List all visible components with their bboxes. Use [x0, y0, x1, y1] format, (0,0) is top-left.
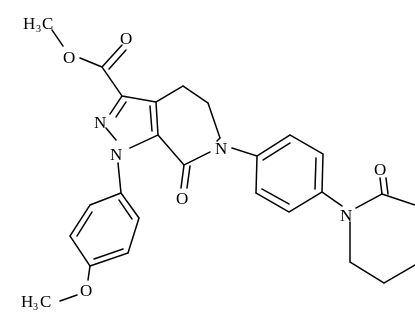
- bond-c7a-n1: [129, 134, 159, 149]
- pyrazole-ring: [105, 95, 159, 149]
- bond-co-next: [381, 193, 415, 206]
- bond-ch3-o: [51, 29, 64, 47]
- piperidinone-ring: [349, 177, 415, 284]
- bond-n1-ar: [117, 162, 122, 194]
- bond-ch2-edge: [383, 264, 415, 284]
- bond-ar-4: [89, 252, 129, 267]
- bond-co-o-2: [385, 177, 389, 195]
- bond-ar-2: [69, 204, 91, 237]
- bond-c4-c5: [182, 85, 209, 104]
- bond-c7-o-2: [186, 165, 191, 189]
- bond-carbonyl-o-double-1: [101, 44, 123, 68]
- methoxyphenyl-ring: [59, 162, 140, 302]
- label-methyl-h: H: [23, 14, 35, 33]
- bond-ph-3: [321, 153, 324, 193]
- bond-ph-n: [321, 191, 343, 207]
- label-piperidinone-o: O: [374, 160, 386, 179]
- methyl-ester-group: [51, 29, 127, 97]
- bond-c7-o-1: [180, 164, 185, 189]
- label-methoxy-o: O: [80, 281, 92, 300]
- bond-ar-inner-1: [76, 211, 93, 237]
- bond-ph-6: [255, 155, 258, 194]
- bond-ar-inner-2: [93, 248, 124, 260]
- label-methyl-h-count: 3: [36, 24, 41, 35]
- atom-labels: H 3 C O O N N O N O N O H 3 C: [21, 14, 386, 313]
- label-pyrazole-n1: N: [110, 145, 122, 164]
- bond-n2-c3-double: [115, 101, 127, 118]
- bond-ar-5: [127, 217, 140, 254]
- bond-c6-n: [216, 137, 221, 142]
- bond-carbonyl-c3: [101, 66, 123, 97]
- bond-ar-1: [89, 192, 122, 206]
- label-lactam-o: O: [176, 189, 188, 208]
- bond-ch2-ch2: [349, 261, 385, 284]
- bond-c5-c6: [207, 102, 221, 139]
- bond-ar-6: [120, 192, 140, 219]
- bond-ph-5: [255, 192, 290, 213]
- bond-c3a-c7a-double: [149, 105, 153, 132]
- bond-ph-2: [289, 134, 324, 155]
- bond-carbonyl-o-double-2: [108, 49, 127, 70]
- label-ester-o-double: O: [120, 29, 132, 48]
- bond-ar-inner-3: [118, 199, 133, 220]
- bond-n-co: [355, 193, 383, 209]
- label-pyrazole-n2: N: [94, 113, 106, 132]
- label-methoxy-h: H: [21, 292, 33, 311]
- bond-ph-inner-2: [314, 157, 317, 190]
- bond-ph-inner-3: [261, 188, 290, 205]
- label-methoxy-c: C: [40, 292, 51, 311]
- bond-n-ph1: [231, 147, 258, 157]
- bond-n-c7: [183, 151, 211, 166]
- label-methoxy-h-count: 3: [33, 302, 38, 313]
- bond-ar-3: [69, 235, 91, 267]
- bond-ph-4: [288, 191, 323, 213]
- bond-c3a-c7a: [155, 101, 159, 136]
- bond-ph-inner-1: [262, 142, 291, 161]
- bond-o-carbonyl: [79, 57, 103, 68]
- bond-ar-o: [87, 265, 91, 281]
- bond-c3a-c4: [155, 85, 184, 103]
- bond-o-ch3: [59, 294, 78, 302]
- bond-ph-1: [256, 134, 291, 157]
- label-lactam-n: N: [215, 139, 227, 158]
- central-phenyl-ring: [231, 134, 343, 213]
- lactam-ring: [155, 85, 221, 189]
- label-piperidinone-n: N: [340, 206, 352, 225]
- label-methyl-c: C: [42, 14, 53, 33]
- bond-c3-c3a: [121, 95, 157, 103]
- label-ester-o-single: O: [63, 48, 75, 67]
- bond-n1-n2: [105, 127, 117, 141]
- bond-co-o-1: [379, 177, 383, 195]
- bond-n2-c3: [109, 95, 123, 115]
- bond-c7-c7a: [157, 134, 185, 166]
